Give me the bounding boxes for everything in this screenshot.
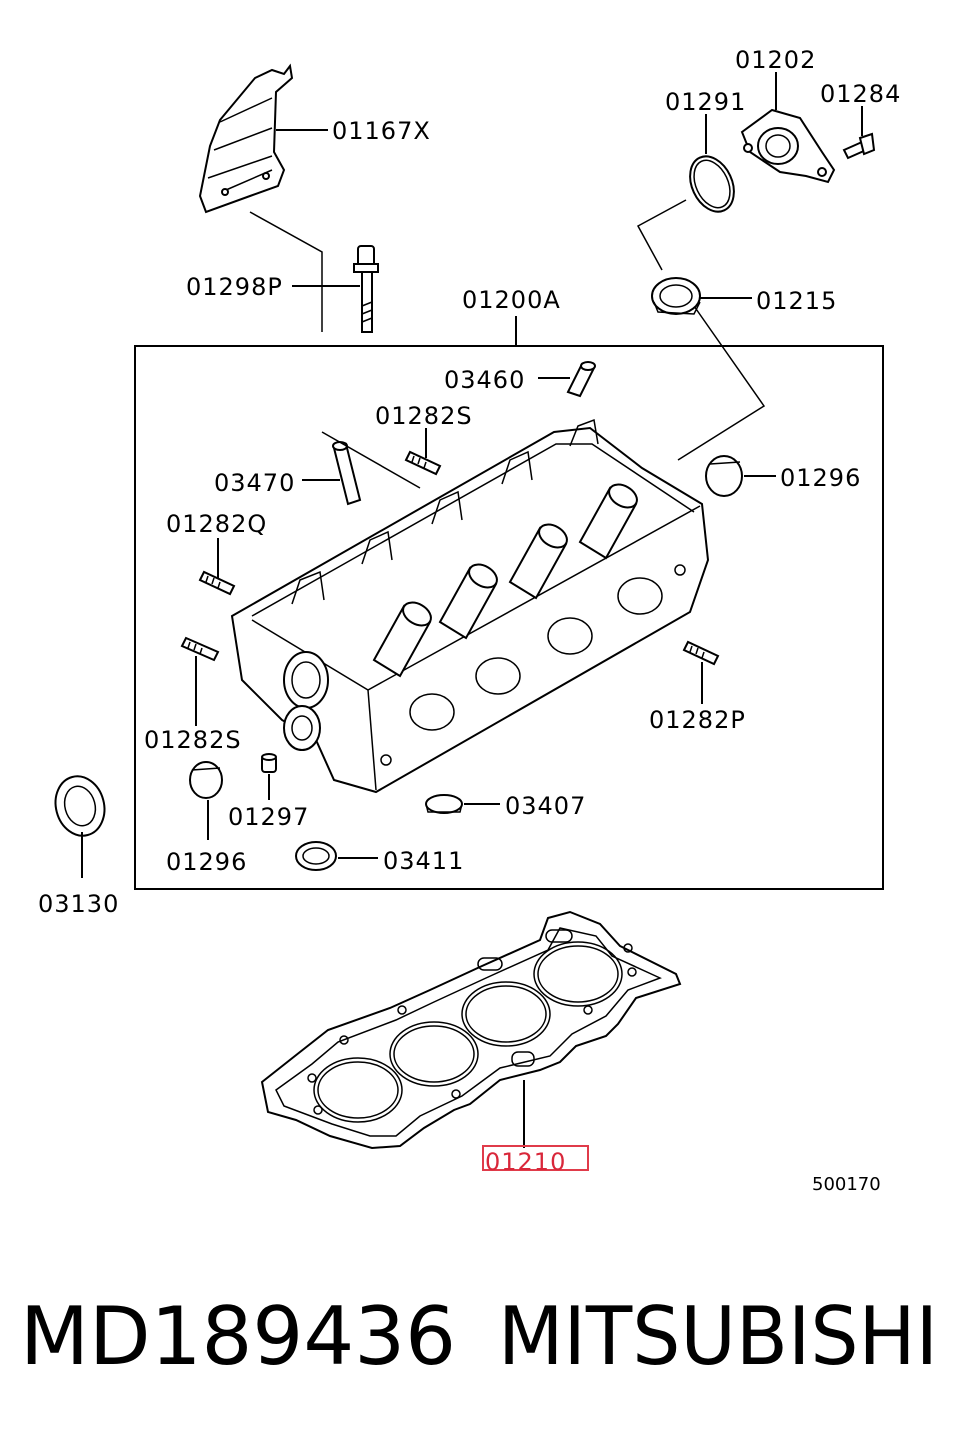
caption-brand: MITSUBISHI xyxy=(498,1290,938,1383)
label-01296-right[interactable]: 01296 xyxy=(780,464,861,492)
part-01291-oring[interactable] xyxy=(682,149,743,218)
part-01215-seal[interactable] xyxy=(651,277,701,315)
part-01282q-stud[interactable] xyxy=(198,570,236,596)
part-01298p-bolt[interactable] xyxy=(353,245,379,333)
caption-part-number: MD189436 xyxy=(20,1290,456,1383)
label-01215[interactable]: 01215 xyxy=(756,287,837,315)
part-01282p-stud[interactable] xyxy=(682,640,720,666)
label-01210[interactable]: 01210 xyxy=(485,1148,566,1176)
part-01282s-top-stud[interactable] xyxy=(404,450,442,476)
label-03460[interactable]: 03460 xyxy=(444,366,525,394)
label-01282s-top[interactable]: 01282S xyxy=(375,402,473,430)
part-03130-oil-seal[interactable] xyxy=(49,771,111,841)
part-01210-head-gasket[interactable] xyxy=(260,910,682,1150)
label-01297[interactable]: 01297 xyxy=(228,803,309,831)
label-03411[interactable]: 03411 xyxy=(383,847,464,875)
label-01200a[interactable]: 01200A xyxy=(462,286,561,314)
label-03407[interactable]: 03407 xyxy=(505,792,586,820)
part-01297-pin[interactable] xyxy=(261,753,277,773)
label-01296-left[interactable]: 01296 xyxy=(166,848,247,876)
label-01282s-left[interactable]: 01282S xyxy=(144,726,242,754)
label-01298p[interactable]: 01298P xyxy=(186,273,283,301)
label-01282p[interactable]: 01282P xyxy=(649,706,746,734)
part-01200a-cylinder-head[interactable] xyxy=(230,418,710,794)
part-01167x-bracket[interactable] xyxy=(198,63,294,214)
part-01296-right-plug[interactable] xyxy=(705,455,743,497)
part-03460-guide[interactable] xyxy=(566,361,596,398)
label-01284[interactable]: 01284 xyxy=(820,80,901,108)
label-01167x[interactable]: 01167X xyxy=(332,117,431,145)
part-03411-seal[interactable] xyxy=(295,841,337,871)
diagram-code: 500170 xyxy=(812,1174,881,1195)
part-01284-bolt[interactable] xyxy=(842,132,876,160)
assembly-box xyxy=(134,345,884,890)
part-03407-ring[interactable] xyxy=(425,794,463,814)
part-01282s-left-stud[interactable] xyxy=(180,636,220,662)
label-01291[interactable]: 01291 xyxy=(665,88,746,116)
label-03470[interactable]: 03470 xyxy=(214,469,295,497)
part-01202-housing[interactable] xyxy=(740,108,836,184)
label-03130[interactable]: 03130 xyxy=(38,890,119,918)
part-01296-left-plug[interactable] xyxy=(189,761,223,799)
label-01282q[interactable]: 01282Q xyxy=(166,510,267,538)
label-01202[interactable]: 01202 xyxy=(735,46,816,74)
highlight-box-01210 xyxy=(482,1145,589,1171)
